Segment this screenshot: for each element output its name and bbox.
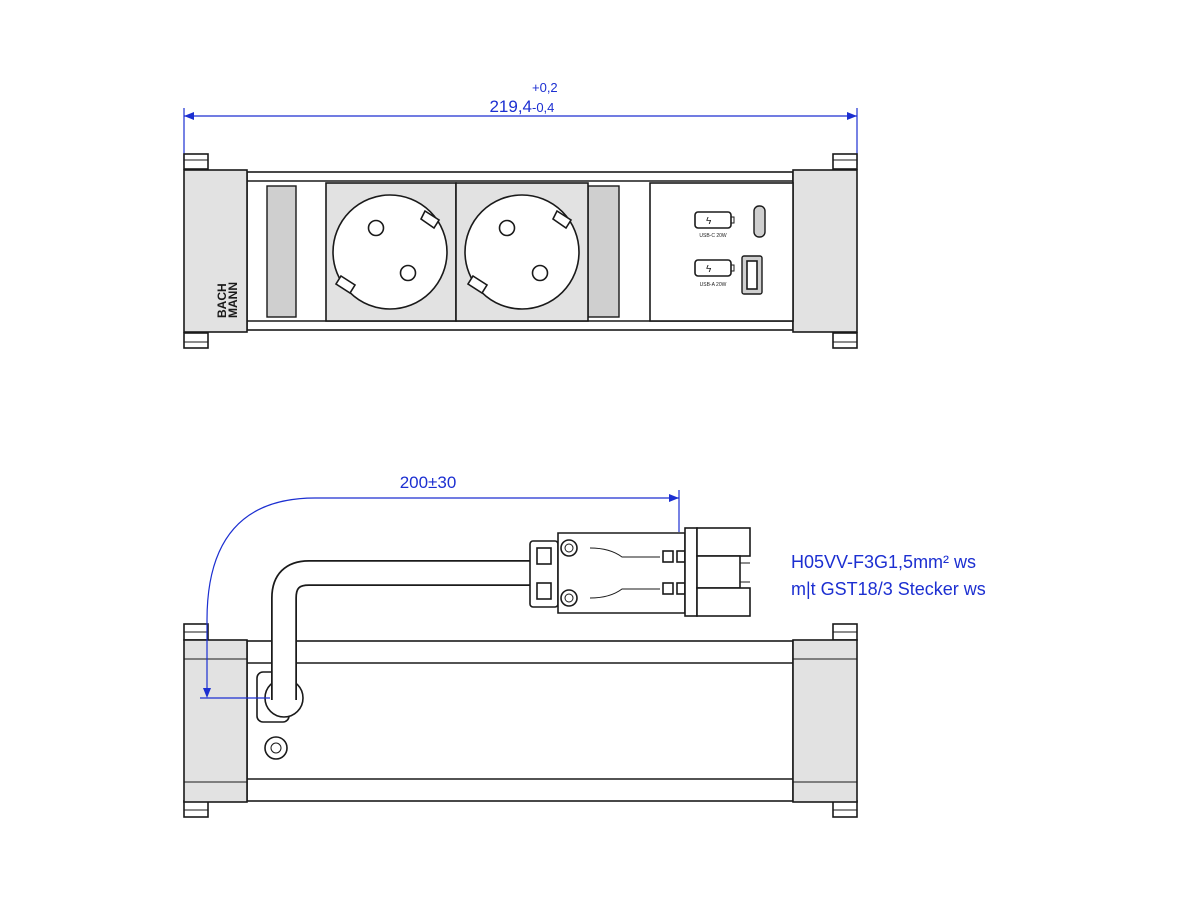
mounting-clamp-bottom-right <box>832 332 858 349</box>
cable-spec-line2: m|t GST18/3 Stecker ws <box>791 579 986 599</box>
side-profile-body <box>246 640 794 802</box>
side-clamp-top-right <box>832 623 858 641</box>
usb-c-port <box>753 205 766 238</box>
usb-module <box>649 182 794 322</box>
usb-a-port-row: ϟ USB-A 20W <box>694 255 763 295</box>
cover-strip-center <box>587 185 620 318</box>
cable-spec-line1: H05VV-F3G1,5mm² ws <box>791 552 976 572</box>
side-clamp-bottom-left <box>183 800 209 818</box>
mounting-clamp-top-right <box>832 153 858 170</box>
top-view: 219,4 +0,2 -0,4 BACH <box>183 80 858 349</box>
schuko-socket-1 <box>332 194 448 310</box>
end-cap-right <box>792 169 858 333</box>
width-dimension: 219,4 +0,2 -0,4 <box>183 80 858 165</box>
mounting-clamp-bottom-left <box>183 332 209 349</box>
width-tolerance-upper: +0,2 <box>532 80 558 95</box>
brand-logo-line2: MANN <box>226 282 240 318</box>
side-clamp-top-left <box>183 623 209 641</box>
side-end-cap-right <box>792 639 858 803</box>
flash-icon: ϟ <box>706 216 712 227</box>
gst18-connector <box>529 527 751 617</box>
usb-c-port-row: ϟ USB-C 20W <box>694 205 766 239</box>
width-tolerance-lower: -0,4 <box>532 100 554 115</box>
side-end-cap-left <box>183 639 248 803</box>
side-clamp-bottom-right <box>832 800 858 818</box>
width-value: 219,4 <box>489 97 532 116</box>
cable-length-value: 200±30 <box>400 473 457 492</box>
brand-logo-line1: BACH <box>215 283 229 318</box>
schuko-socket-2 <box>464 194 580 310</box>
usb-c-label: USB-C 20W <box>699 233 727 239</box>
flash-icon: ϟ <box>706 264 712 275</box>
cable-length-dimension: 200±30 <box>200 473 680 699</box>
usb-a-label: USB-A 20W <box>700 282 727 288</box>
side-view: 200±30 H05VV-F3G1,5mm² ws m|t GST18/3 St… <box>183 473 986 818</box>
cover-strip-left <box>266 185 297 318</box>
mounting-clamp-top-left <box>183 153 209 170</box>
end-cap-left <box>183 169 248 333</box>
